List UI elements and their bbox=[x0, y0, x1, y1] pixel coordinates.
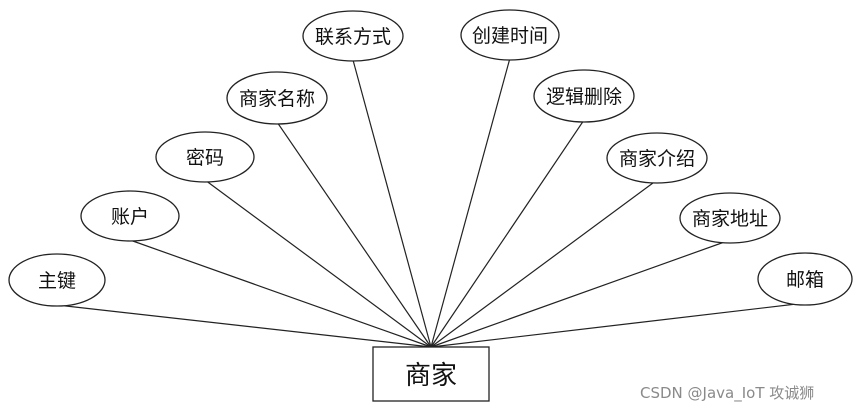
connector-password bbox=[204, 179, 432, 348]
connector-account bbox=[129, 239, 432, 348]
connector-address bbox=[430, 239, 731, 348]
attribute-label-id: 主键 bbox=[38, 270, 76, 292]
entity-label: 商家 bbox=[405, 361, 457, 391]
attribute-label-contact: 联系方式 bbox=[315, 26, 391, 48]
connector-create-time bbox=[430, 57, 511, 348]
attribute-contact: 联系方式 bbox=[302, 10, 404, 62]
attribute-account: 账户 bbox=[80, 190, 180, 242]
attribute-id: 主键 bbox=[8, 253, 106, 307]
attribute-email: 邮箱 bbox=[757, 252, 853, 306]
connector-id bbox=[56, 304, 432, 348]
attribute-merchant-name: 商家名称 bbox=[226, 71, 328, 125]
attribute-label-account: 账户 bbox=[111, 206, 149, 228]
attribute-label-password: 密码 bbox=[186, 147, 224, 169]
connector-email bbox=[430, 302, 806, 348]
attribute-create-time: 创建时间 bbox=[460, 9, 560, 61]
attribute-label-intro: 商家介绍 bbox=[619, 148, 695, 170]
connector-intro bbox=[430, 179, 658, 348]
connector-logic-delete bbox=[430, 119, 585, 348]
attribute-label-email: 邮箱 bbox=[786, 269, 824, 291]
attribute-label-logic-delete: 逻辑删除 bbox=[546, 86, 622, 108]
attribute-address: 商家地址 bbox=[679, 192, 781, 244]
attribute-intro: 商家介绍 bbox=[606, 132, 708, 184]
connector-merchant-name bbox=[276, 121, 432, 348]
entity-merchant: 商家 bbox=[372, 346, 490, 402]
attribute-logic-delete: 逻辑删除 bbox=[533, 69, 635, 123]
attribute-label-create-time: 创建时间 bbox=[472, 25, 548, 47]
connector-contact bbox=[352, 59, 432, 348]
connector-lines bbox=[56, 57, 806, 348]
attribute-password: 密码 bbox=[155, 131, 255, 183]
attribute-label-merchant-name: 商家名称 bbox=[239, 88, 315, 110]
watermark: CSDN @Java_IoT 攻诚狮 bbox=[640, 384, 815, 402]
attribute-label-address: 商家地址 bbox=[692, 208, 768, 230]
